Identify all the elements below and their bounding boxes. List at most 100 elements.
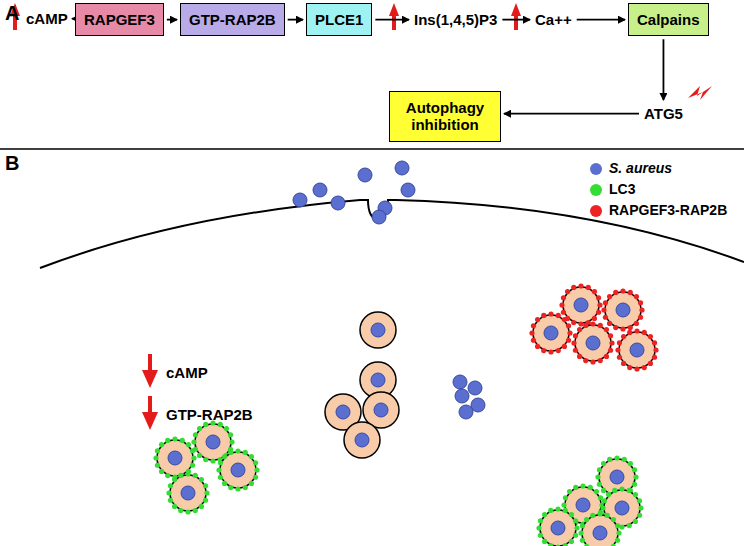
shape xyxy=(578,530,583,535)
shape xyxy=(574,525,579,530)
shape xyxy=(611,544,616,546)
shape xyxy=(652,355,657,360)
panel-letter: A xyxy=(5,2,19,25)
shape xyxy=(571,340,576,345)
shape xyxy=(607,457,612,462)
process-box: Autophagy inhibition xyxy=(389,91,501,142)
shape xyxy=(228,485,233,490)
shape xyxy=(573,485,578,490)
shape xyxy=(191,439,196,444)
arrow-connector xyxy=(504,113,639,115)
arrow-connector xyxy=(663,39,665,100)
shape xyxy=(566,338,571,343)
shape xyxy=(218,475,223,480)
shape xyxy=(613,290,618,295)
shape xyxy=(556,313,561,318)
shape xyxy=(197,453,202,458)
shape xyxy=(563,508,568,513)
shape xyxy=(538,518,543,523)
shape xyxy=(551,521,565,535)
node-text: Ca++ xyxy=(535,11,572,28)
shape xyxy=(634,328,639,333)
panel-divider xyxy=(0,148,744,150)
shape xyxy=(191,455,196,460)
shape xyxy=(634,294,639,299)
node-text: Autophagy inhibition xyxy=(398,99,492,134)
shape xyxy=(204,490,209,495)
shape xyxy=(216,467,221,472)
shape xyxy=(569,512,574,517)
arrow-connector xyxy=(288,19,303,21)
shape xyxy=(580,483,585,488)
process-box: Calpains xyxy=(628,3,709,36)
shape xyxy=(628,461,633,466)
shape xyxy=(562,317,567,322)
shape xyxy=(596,295,601,300)
shape xyxy=(648,334,653,339)
annotation: cAMP xyxy=(166,364,208,381)
shape xyxy=(577,327,582,332)
arrow-connector xyxy=(577,19,625,21)
shape xyxy=(601,488,606,493)
shape xyxy=(619,486,624,491)
shape xyxy=(561,295,566,300)
shape xyxy=(608,348,613,353)
shape xyxy=(620,288,625,293)
legend-swatch xyxy=(590,184,602,196)
legend-text: S. aureus xyxy=(609,160,672,176)
shape xyxy=(548,311,553,316)
shape xyxy=(566,323,571,328)
shape xyxy=(616,530,621,535)
process-box: GTP-RAP2B xyxy=(180,3,285,36)
shape xyxy=(633,492,638,497)
shape xyxy=(559,302,564,307)
shape xyxy=(630,343,644,357)
shape xyxy=(562,344,567,349)
shape xyxy=(199,504,204,509)
shape xyxy=(613,325,618,330)
shape xyxy=(605,292,641,328)
shape xyxy=(580,523,585,528)
shape xyxy=(157,440,193,476)
shape xyxy=(529,330,534,335)
shape xyxy=(583,358,588,363)
molecule-node: Ca++ xyxy=(533,9,574,30)
shape xyxy=(634,366,639,371)
shape xyxy=(627,330,632,335)
shape xyxy=(344,422,380,458)
shape xyxy=(627,365,632,370)
shape xyxy=(249,454,254,459)
shape xyxy=(573,348,578,353)
shape xyxy=(605,513,610,518)
legend-swatch xyxy=(590,205,602,217)
legend-swatch xyxy=(590,163,602,175)
shape xyxy=(617,340,622,345)
shape xyxy=(603,300,608,305)
shape xyxy=(531,338,536,343)
shape xyxy=(243,485,248,490)
shape xyxy=(220,452,256,488)
shape xyxy=(616,303,630,317)
shape xyxy=(580,538,585,543)
shape xyxy=(178,473,183,478)
shape xyxy=(210,458,215,463)
shape xyxy=(592,316,597,321)
shape xyxy=(590,513,595,518)
shape xyxy=(235,486,240,491)
shape xyxy=(621,334,626,339)
shape xyxy=(604,327,609,332)
shape xyxy=(567,489,572,494)
arrow-connector xyxy=(71,18,73,20)
shape xyxy=(453,375,467,389)
molecule-node: ATG5 xyxy=(642,103,685,124)
shape xyxy=(627,488,632,493)
shape xyxy=(565,289,570,294)
shape xyxy=(561,502,566,507)
shape xyxy=(576,498,590,512)
shape xyxy=(374,403,388,417)
shape xyxy=(168,451,182,465)
shape xyxy=(590,359,595,364)
shape xyxy=(628,290,633,295)
shape xyxy=(615,523,620,528)
